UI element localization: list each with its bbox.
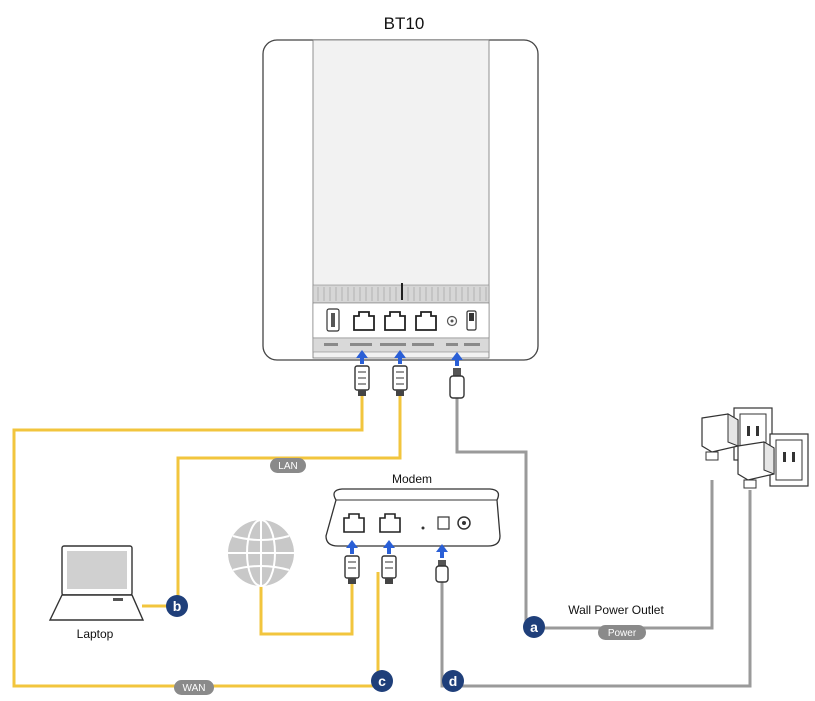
step-badge-c: c: [371, 670, 393, 692]
modem-switch-icon: [437, 516, 450, 530]
wall-power-outlet-label: Wall Power Outlet: [568, 603, 664, 617]
internet-cable: [259, 576, 354, 636]
router-ethernet-port-icon: [384, 311, 406, 331]
lan-pill: LAN: [270, 458, 306, 473]
step-badge-c-text: c: [378, 673, 386, 689]
modem-label: Modem: [392, 472, 432, 486]
router-unit: [262, 39, 539, 361]
power-pill-text: Power: [608, 628, 637, 639]
step-badge-b: b: [166, 595, 188, 617]
laptop-icon: [48, 545, 145, 621]
wall-outlet-icon: [737, 433, 809, 489]
wan-pill-text: WAN: [183, 683, 206, 694]
step-badge-a: a: [523, 616, 545, 638]
modem-ethernet-port-icon: [379, 513, 401, 533]
router-lan-plug: [392, 350, 408, 396]
router-ethernet-port-icon: [353, 311, 375, 331]
step-badge-a-text: a: [530, 619, 538, 635]
step-badge-b-text: b: [173, 598, 182, 614]
step-badge-d-text: d: [449, 673, 458, 689]
lan-pill-text: LAN: [278, 461, 297, 472]
router-wan-plug: [354, 350, 370, 396]
laptop-label: Laptop: [77, 627, 114, 641]
wan-cable: [12, 396, 380, 688]
modem-power-plug: [435, 544, 449, 583]
wan-pill: WAN: [174, 680, 214, 695]
router-power-cable: [455, 398, 714, 630]
modem-power-cable: [440, 490, 752, 688]
modem-ethernet-port-icon: [343, 513, 365, 533]
router-ethernet-port-icon: [415, 311, 437, 331]
router-power-plug: [449, 352, 465, 399]
step-badge-d: d: [442, 670, 464, 692]
modem-wan-plug: [381, 540, 397, 584]
internet-globe-icon: [228, 519, 294, 587]
power-pill: Power: [598, 625, 646, 640]
router-title: BT10: [384, 14, 425, 33]
modem-unit: [325, 488, 501, 547]
modem-internet-plug: [344, 540, 360, 584]
